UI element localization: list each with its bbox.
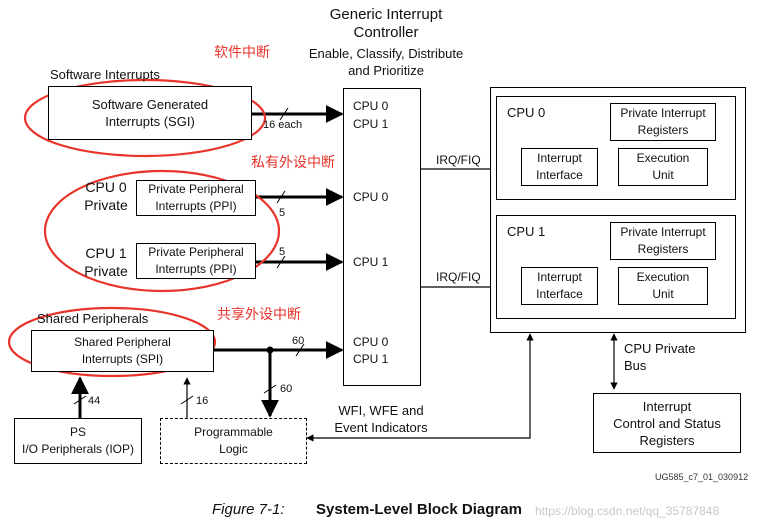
annotation-software: 软件中断: [214, 44, 270, 60]
annotation-shared: 共享外设中断: [217, 306, 301, 322]
ppi-cpu1-box: Private Peripheral Interrupts (PPI): [136, 243, 256, 279]
wfi-wfe-label: WFI, WFE and Event Indicators: [334, 403, 428, 435]
spi-width-label: 60: [292, 335, 305, 347]
shared-oval: [7, 306, 217, 378]
cpu1-execution-unit: Execution Unit: [618, 267, 708, 305]
cpu0-title: CPU 0: [507, 105, 546, 120]
gic-title: Generic Interrupt Controller: [329, 6, 443, 41]
sgi-bus-tick: [279, 107, 289, 121]
figure-number: Figure 7-1:: [212, 501, 285, 518]
figure-title: System-Level Block Diagram: [316, 501, 522, 518]
spi-bus-tick: [295, 343, 305, 357]
annotation-private: 私有外设中断: [251, 154, 335, 170]
ppi-cpu1-label: CPU 1 Private: [84, 245, 128, 279]
cpu1-private-regs: Private Interrupt Registers: [610, 222, 716, 260]
gic-spi-cpu1: CPU 1: [353, 352, 389, 366]
document-id: UG585_c7_01_030912: [655, 472, 749, 482]
programmable-logic-box: Programmable Logic: [160, 418, 307, 464]
gic-spi-cpu0: CPU 0: [353, 335, 389, 349]
ppi0-bus-tick: [276, 190, 286, 204]
ppi1-bus-tick: [276, 255, 286, 269]
sgi-width-label: 16 each: [263, 119, 303, 131]
iop-width-label: 44: [88, 395, 101, 407]
pl-bus-tick: [263, 384, 277, 394]
cpu1-interrupt-interface: Interrupt Interface: [521, 267, 598, 305]
cpu1-title: CPU 1: [507, 224, 546, 239]
iop-bus-tick: [73, 395, 87, 405]
gic-subtitle: Enable, Classify, Distribute and Priorit…: [308, 46, 464, 78]
pl-to-spi-width-label: 16: [196, 395, 209, 407]
spi-box: Shared Peripheral Interrupts (SPI): [31, 330, 214, 372]
interrupt-control-status-registers: Interrupt Control and Status Registers: [593, 393, 741, 453]
gic-sgi-cpu1: CPU 1: [353, 117, 389, 131]
ppi-cpu0-label: CPU 0 Private: [84, 179, 128, 213]
cpu-private-bus-label: CPU Private Bus: [624, 341, 696, 373]
cpu0-private-regs: Private Interrupt Registers: [610, 103, 716, 141]
gic-ppi-cpu1: CPU 1: [353, 255, 389, 269]
ppi-cpu0-width-label: 5: [279, 207, 286, 219]
cpu0-interrupt-interface: Interrupt Interface: [521, 148, 598, 186]
gic-ppi-cpu0: CPU 0: [353, 190, 389, 204]
pl-width-label: 60: [280, 383, 293, 395]
software-section-label: Software Interrupts: [50, 67, 160, 82]
event-indicator-line: [306, 333, 534, 442]
ppi-cpu1-width-label: 5: [279, 246, 286, 258]
ppi-cpu0-box: Private Peripheral Interrupts (PPI): [136, 180, 256, 216]
cpu0-irq-label: IRQ/FIQ: [436, 153, 481, 167]
software-oval: [23, 78, 267, 158]
private-oval: [43, 169, 281, 293]
cpu0-execution-unit: Execution Unit: [618, 148, 708, 186]
sgi-box: Software Generated Interrupts (SGI): [48, 86, 252, 140]
shared-section-label: Shared Peripherals: [37, 311, 149, 326]
ps-iop-box: PS I/O Peripherals (IOP): [14, 418, 142, 464]
cpu1-irq-label: IRQ/FIQ: [436, 270, 481, 284]
watermark: https://blog.csdn.net/qq_35787848: [535, 504, 720, 518]
gic-sgi-cpu0: CPU 0: [353, 99, 389, 113]
gic-block: [343, 88, 421, 386]
pl-to-spi-tick: [180, 395, 194, 405]
